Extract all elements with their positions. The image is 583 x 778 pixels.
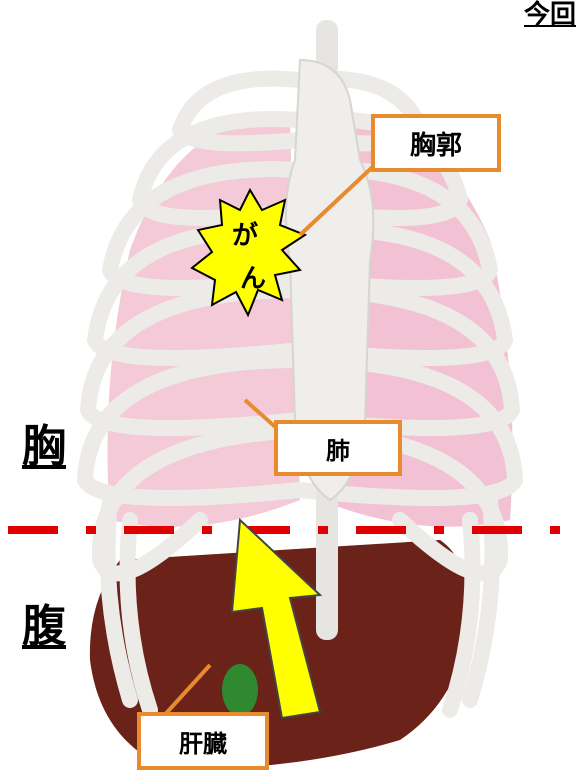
lung-callout-label: 肺: [326, 431, 350, 466]
liver-callout: 肝臓: [137, 712, 269, 770]
gallbladder-shape: [222, 664, 258, 716]
liver-callout-label: 肝臓: [179, 724, 227, 759]
thorax-callout: 胸郭: [371, 114, 501, 172]
lung-callout: 肺: [274, 420, 402, 476]
impact-text-2: ん: [240, 258, 266, 295]
impact-text-1: が: [232, 215, 258, 252]
abdomen-label: 腹: [22, 590, 66, 654]
thorax-callout-label: 胸郭: [410, 125, 462, 162]
page-title: 今回: [524, 0, 576, 31]
chest-label: 胸: [22, 410, 66, 474]
